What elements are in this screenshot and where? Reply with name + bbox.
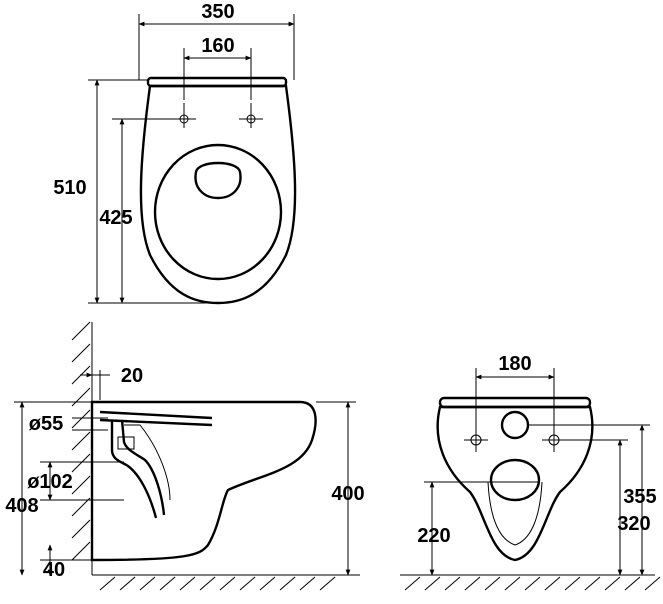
inlet-height-dimension: 355 <box>623 486 656 508</box>
waste-height-dimension: 220 <box>417 525 450 547</box>
width-dimension: 350 <box>201 1 234 23</box>
floor-hatch-side <box>99 576 336 591</box>
rear-view: 180 220 320 355 <box>400 353 661 591</box>
waste-opening <box>489 458 541 502</box>
bowl-outline <box>139 84 297 305</box>
hole-spacing-dimension: 160 <box>201 35 234 57</box>
rear-bowl-outline <box>436 405 594 562</box>
top-view: 350 160 510 425 <box>53 1 297 305</box>
inlet-opening <box>500 410 530 440</box>
rear-seat <box>438 396 592 409</box>
side-bowl-outline <box>90 400 317 562</box>
wall-offset-dimension: 20 <box>121 365 143 387</box>
bolt-hole-right <box>542 426 566 452</box>
mounting-hole-left <box>172 103 196 128</box>
floor-hatch-rear <box>404 576 661 591</box>
bolt-hole-left <box>464 426 488 452</box>
bowl-hole <box>194 161 242 200</box>
seat-opening <box>153 143 283 281</box>
waste-diameter-dimension: ø102 <box>27 471 73 493</box>
bolt-spacing-dimension: 180 <box>498 353 531 375</box>
side-view: 20 ø55 ø102 408 40 400 <box>5 321 365 591</box>
hole-to-front-dimension: 425 <box>99 207 132 229</box>
outlet-diameter-dimension: ø55 <box>29 413 63 435</box>
rim-height-dimension: 400 <box>331 483 364 505</box>
wall-hatch <box>71 321 91 561</box>
total-height-dimension: 408 <box>5 495 38 517</box>
side-trap <box>110 420 158 519</box>
bottom-clearance-dimension: 40 <box>43 559 65 581</box>
length-dimension: 510 <box>53 177 86 199</box>
mounting-hole-right <box>239 103 263 128</box>
bolt-height-dimension: 320 <box>617 513 650 535</box>
